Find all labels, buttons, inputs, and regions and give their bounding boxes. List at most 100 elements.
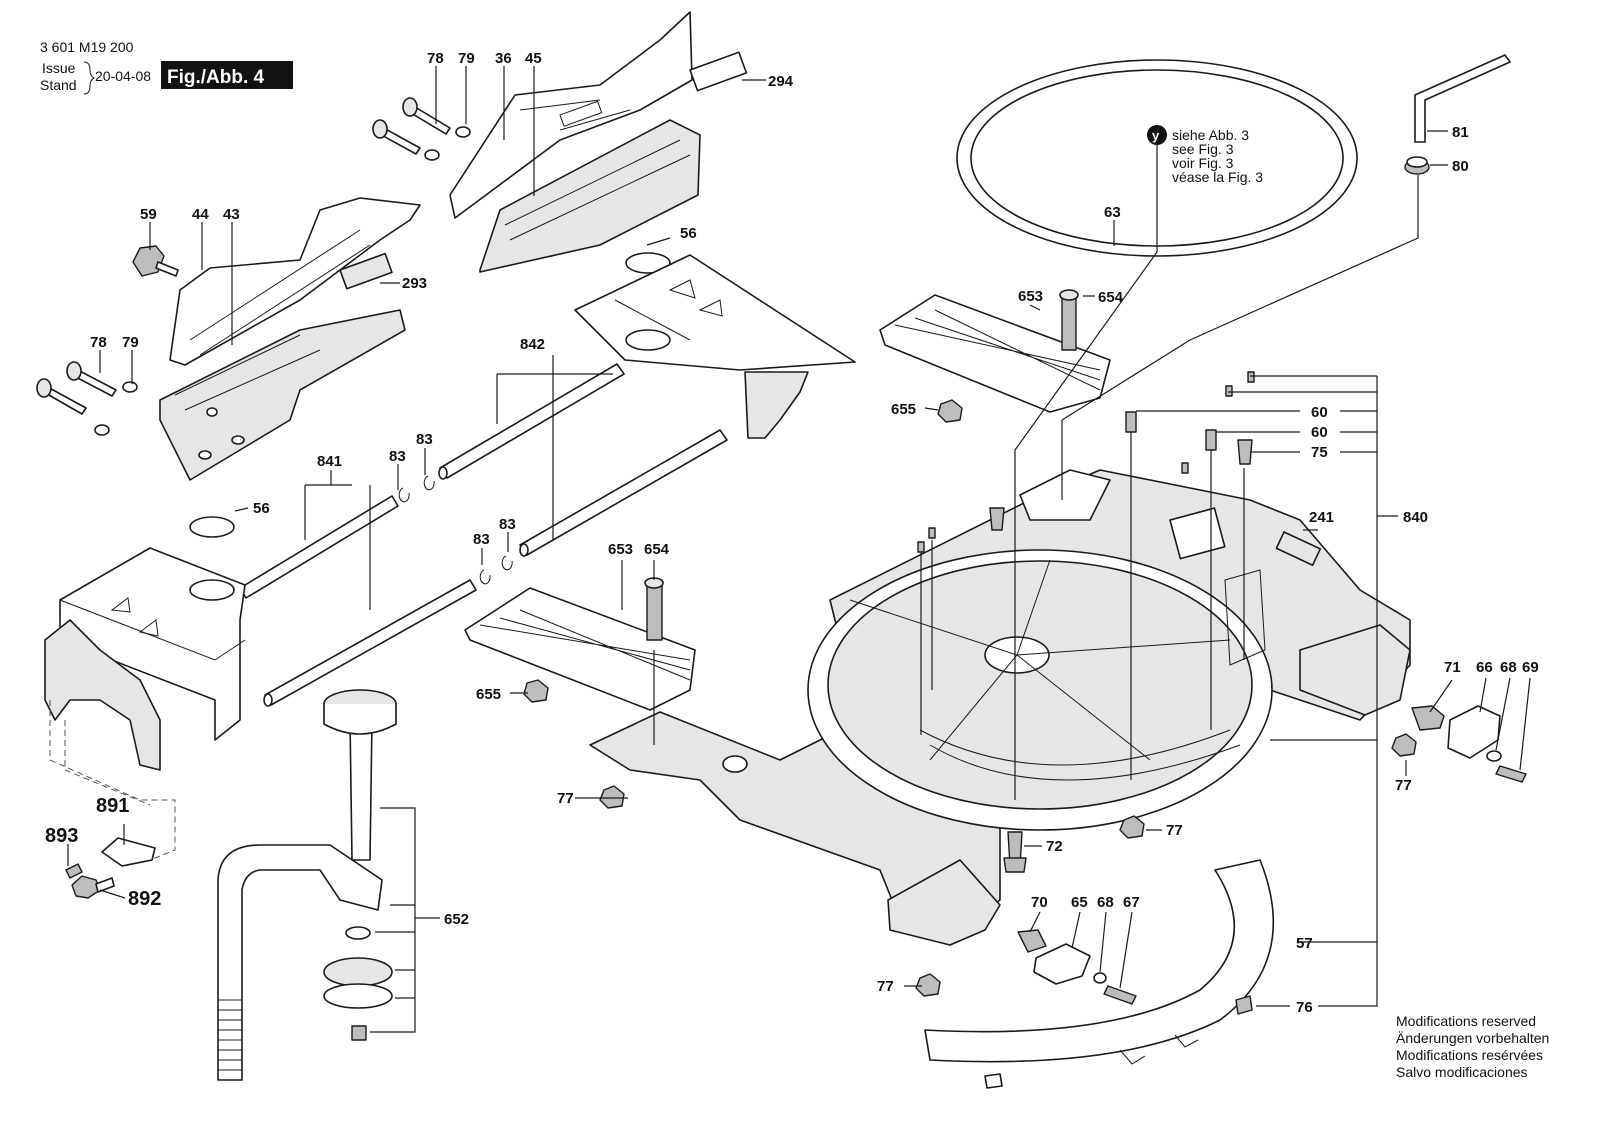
part-label: 72 [1046,838,1063,855]
extension-table-lower [44,516,246,861]
scale-arc-57 [924,859,1275,1089]
part-label: 655 [891,401,916,418]
nut-77-icon [599,785,625,809]
clamp-screw-shaft [349,719,373,861]
scale-arc [924,859,1275,1063]
part-label: 893 [45,825,78,847]
part-label: 83 [499,516,516,533]
screws-60-75 [917,371,1255,553]
hex-key-81 [1404,54,1511,175]
clamp-pad [323,957,393,987]
spring-68-icon [1486,750,1502,762]
modifications-line-1: Modifications reserved [1396,1013,1536,1029]
screw-60-icon [1205,429,1217,451]
hold-down-clamp-652 [217,689,440,1081]
reference-marker: y [1152,128,1160,143]
part-label: 63 [1104,204,1121,221]
part-label: 842 [520,336,545,353]
part-label: 66 [1476,659,1493,676]
washer-icon [94,424,110,436]
rod-upper-1 [439,363,625,479]
part-label: 652 [444,911,469,928]
washer-icon [345,926,371,940]
screw-75-icon [1237,439,1253,465]
support-653-upper [879,289,1111,423]
part-label: 840 [1403,509,1428,526]
part-label: 77 [557,790,574,807]
reference-line-1: siehe Abb. 3 [1172,127,1249,143]
reference-line-4: véase la Fig. 3 [1172,169,1263,185]
modifications-line-4: Salvo modificaciones [1396,1064,1528,1080]
part-label: 79 [458,50,475,67]
part-label: 83 [416,431,433,448]
support-653-lower [464,577,696,711]
modifications-line-2: Änderungen vorbehalten [1396,1030,1549,1046]
extension-table-frame [44,619,161,771]
part-label: 294 [768,73,794,90]
lock-assembly-71 [1411,705,1527,783]
part-label: 44 [192,206,209,223]
screw-69-icon [1495,765,1527,783]
base-foot-front [887,859,1001,946]
clip-83-icon [479,569,491,585]
extension-table-leg [744,371,809,439]
plate-891-icon [101,837,156,867]
figure-label: Fig./Abb. 4 [167,67,265,88]
screw-654-icon [646,582,663,641]
issue-label: Issue [42,60,76,76]
fence-part-45 [479,119,701,273]
clamp-arm [217,844,383,1081]
part-label: 81 [1452,124,1469,141]
nut-77-icon [1119,815,1145,839]
modifications-line-3: Modifications resérvées [1396,1047,1543,1063]
part-label: 60 [1311,404,1328,421]
label-241 [1275,531,1322,567]
fence-right-upper [449,11,748,273]
screws-78-79-lower [36,361,138,436]
part-label: 79 [122,334,139,351]
clip-83-icon [398,487,410,503]
screw-icon [351,1025,367,1041]
knob-59-icon [132,245,165,277]
washer-icon [455,126,471,138]
part-label: 293 [402,275,427,292]
part-label: 60 [1311,424,1328,441]
knob-70-icon [1017,929,1047,953]
extension-table-upper [574,252,856,439]
knob-892-icon [71,875,101,899]
support-block-653 [464,587,696,711]
part-label: 57 [1296,935,1313,952]
part-label: 83 [389,448,406,465]
screw-893-icon [65,863,83,879]
header-brace [83,61,96,95]
part-label: 77 [877,978,894,995]
screw-60-icon [1125,411,1137,433]
label-293 [339,252,393,290]
part-label: 45 [525,50,542,67]
part-label: 654 [1098,289,1124,306]
clip-83-icon [501,555,513,571]
part-label: 83 [473,531,490,548]
part-label: 65 [1071,894,1088,911]
part-label: 77 [1166,822,1183,839]
miter-scale [919,729,1241,781]
part-label: 67 [1123,894,1140,911]
part-label: 653 [1018,288,1043,305]
assembly-dashline [49,700,176,861]
issue-date: 20-04-08 [95,68,151,84]
part-label: 68 [1097,894,1114,911]
part-label: 71 [1444,659,1461,676]
nut-655-icon [523,679,549,703]
screws-78-79-upper [372,97,471,161]
part-label: 891 [96,795,129,817]
fence-part-36 [449,11,693,219]
lever-66-icon [1447,705,1501,759]
stand-label: Stand [40,77,77,93]
part-label: 75 [1311,444,1328,461]
bolts-nuts [599,733,1417,997]
label-294 [689,51,748,92]
part-label: 241 [1309,509,1334,526]
nut-77-icon [1391,733,1417,757]
doc-number: 3 601 M19 200 [40,39,134,55]
document-header: 3 601 M19 200 Issue Stand 20-04-08 Fig./… [40,39,293,95]
